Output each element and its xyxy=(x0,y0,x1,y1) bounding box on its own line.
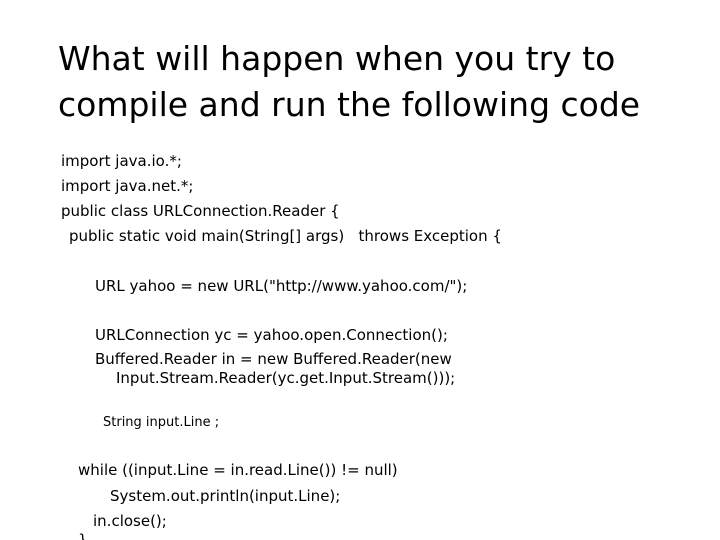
code-line-closing-brace: } xyxy=(78,531,88,540)
code-line-string-inputline: String input.Line ; xyxy=(103,415,220,430)
slide-title: What will happen when you try to compile… xyxy=(58,36,698,128)
slide-title-line-1: What will happen when you try to xyxy=(58,39,616,78)
code-line-url-declaration: URL yahoo = new URL("http://www.yahoo.co… xyxy=(95,277,468,295)
code-line-println: System.out.println(input.Line); xyxy=(110,487,341,505)
code-line-main-method: public static void main(String[] args) t… xyxy=(69,227,502,245)
code-line-close: in.close(); xyxy=(93,512,167,530)
code-line-urlconnection: URLConnection yc = yahoo.open.Connection… xyxy=(95,326,448,344)
code-line-while-loop: while ((input.Line = in.read.Line()) != … xyxy=(78,461,398,479)
slide-title-line-2: compile and run the following code xyxy=(58,85,641,124)
code-line-bufferedreader: Buffered.Reader in = new Buffered.Reader… xyxy=(95,350,452,368)
code-line-inputstreamreader: Input.Stream.Reader(yc.get.Input.Stream(… xyxy=(116,369,456,387)
code-line-import-net: import java.net.*; xyxy=(61,177,194,195)
code-line-import-io: import java.io.*; xyxy=(61,152,182,170)
code-line-class-declaration: public class URLConnection.Reader { xyxy=(61,202,340,220)
